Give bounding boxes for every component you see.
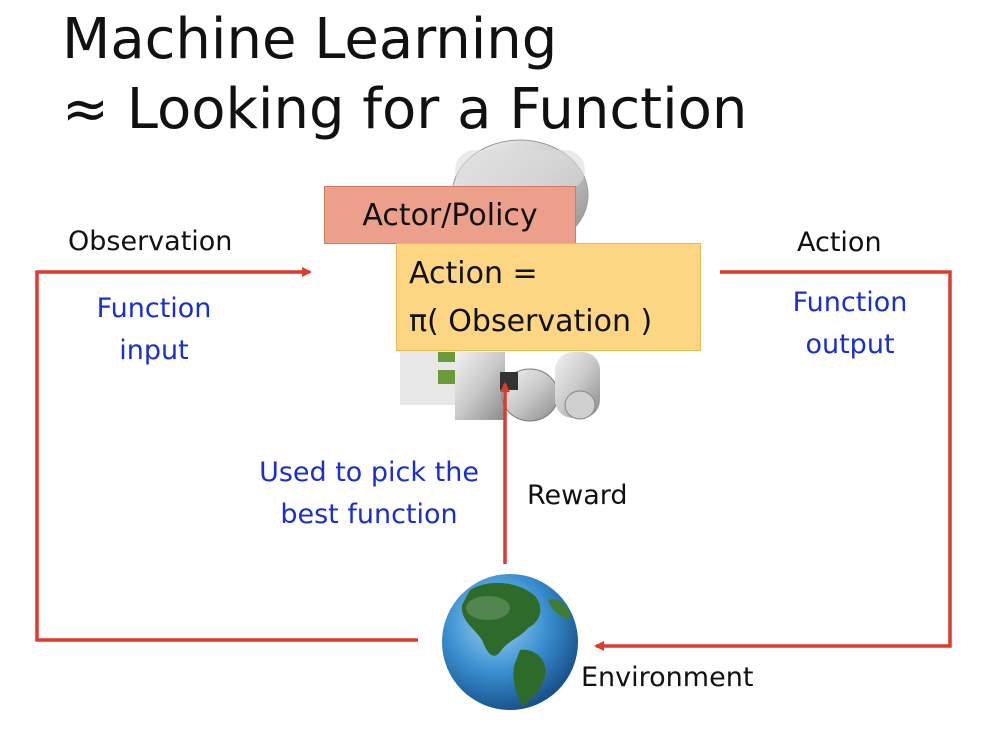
actor-policy-label: Actor/Policy [362, 197, 538, 233]
arrows [35, 267, 952, 651]
policy-formula-box: Action = π( Observation ) [396, 243, 701, 351]
action-arrow [594, 270, 952, 651]
pick-line2: best function [280, 499, 458, 530]
page-title-line1: Machine Learning [62, 7, 558, 72]
pick-best-function-note: Used to pick the best function [250, 452, 488, 536]
formula-line2: π( Observation ) [409, 304, 653, 339]
observation-label: Observation [68, 226, 233, 257]
action-label: Action [797, 227, 882, 258]
function-input-note: Function input [82, 288, 226, 372]
formula-line1: Action = [409, 256, 538, 291]
actor-policy-box: Actor/Policy [324, 186, 576, 244]
reward-label: Reward [527, 480, 628, 511]
pick-line1: Used to pick the [259, 457, 479, 488]
function-output-line1: Function [792, 287, 908, 318]
environment-label: Environment [581, 662, 754, 693]
function-output-line2: output [805, 329, 895, 360]
observation-arrow [35, 267, 418, 642]
function-input-line1: Function [96, 293, 212, 324]
page-title-line2: ≈ Looking for a Function [62, 77, 748, 142]
function-input-line2: input [119, 335, 189, 366]
earth-globe-icon [442, 574, 578, 710]
function-output-note: Function output [778, 282, 922, 366]
